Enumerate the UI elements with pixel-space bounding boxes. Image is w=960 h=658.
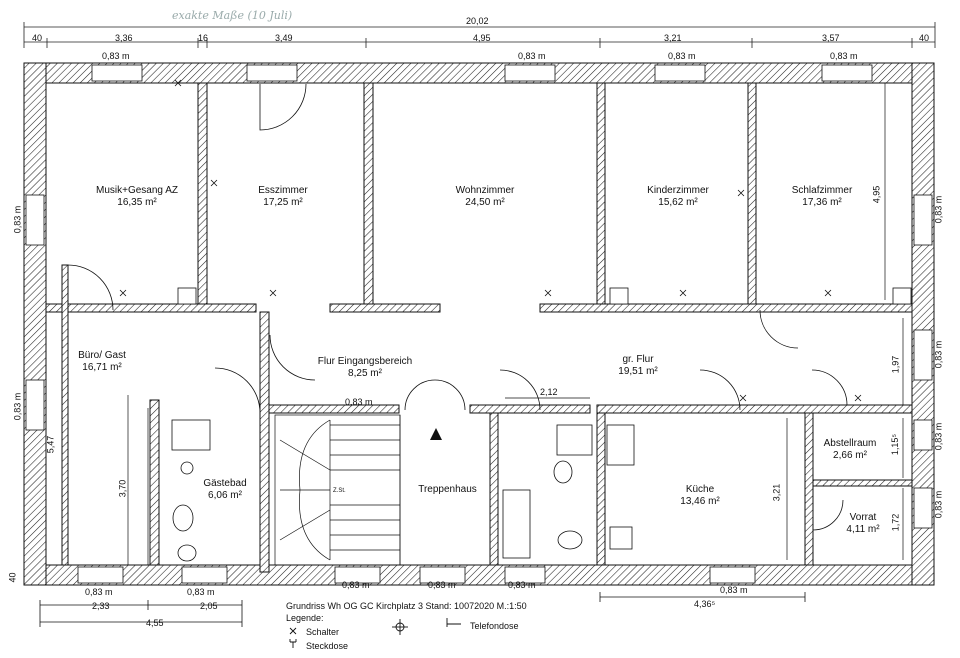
left-window-label-top: 0,83 m	[12, 205, 23, 234]
exterior-walls	[23, 62, 935, 586]
right-window-label-low1: 0,83 m	[933, 422, 944, 451]
top-dim-4: 4,95	[473, 33, 491, 43]
door-swings	[67, 83, 848, 531]
interior-walls	[45, 82, 913, 573]
legend-title: Legende:	[286, 613, 324, 623]
dim-grflur-height: 1,97	[890, 355, 901, 374]
bottom-dim-d: 4,36⁵	[694, 599, 716, 609]
overall-width-label: 20,02	[466, 16, 489, 26]
sanitary-fixtures	[171, 287, 912, 562]
top-dim-6: 3,57	[822, 33, 840, 43]
bottom-window-3: 0,83 m	[342, 580, 370, 590]
bottom-window-4: 0,83 m	[428, 580, 456, 590]
dim-flur-window: 0,83 m	[345, 397, 373, 407]
dim-flur-width: 2,12	[540, 387, 558, 397]
bottom-window-1: 0,83 m	[85, 587, 113, 597]
legend-switch-label: Schalter	[306, 627, 340, 637]
top-dimension-lines	[23, 22, 936, 48]
top-dim-2: 16	[198, 33, 209, 43]
window-label-1: 0,83 m	[102, 51, 130, 61]
right-window-label-low2: 0,83 m	[933, 490, 944, 519]
left-bottom-dim: 40	[7, 572, 18, 583]
stair-label: Z.St.	[333, 488, 346, 494]
top-dim-0: 40	[32, 33, 43, 43]
window-label-4: 0,83 m	[830, 51, 858, 61]
left-window-label-mid: 0,83 m	[12, 392, 23, 421]
bottom-dim-b: 2,05	[200, 601, 218, 611]
top-dim-1: 3,36	[115, 33, 133, 43]
electrical-symbols	[119, 79, 862, 402]
legend-outlet-label: Steckdose	[306, 641, 349, 651]
legend-phone-label: Telefondose	[470, 621, 519, 631]
top-dim-3: 3,49	[275, 33, 293, 43]
plan-caption: Grundriss Wh OG GC Kirchplatz 3 Stand: 1…	[286, 601, 527, 611]
window-label-3: 0,83 m	[668, 51, 696, 61]
dim-vorrat-height: 1,72	[890, 513, 901, 532]
interior-dimension-lines	[127, 83, 904, 565]
right-window-label-mid: 0,83 m	[933, 340, 944, 369]
top-dim-7: 40	[919, 33, 930, 43]
dim-gaestebad-height: 3,70	[117, 479, 128, 498]
handwritten-note: exakte Maße (10 Juli)	[172, 9, 293, 22]
bottom-dim-c: 4,55	[146, 618, 164, 628]
dim-abstell-height: 1,15⁵	[890, 433, 901, 456]
top-dim-5: 3,21	[664, 33, 682, 43]
right-window-label-top: 0,83 m	[933, 195, 944, 224]
entry-marker	[430, 428, 442, 440]
bottom-window-6: 0,83 m	[720, 585, 748, 595]
dim-buero-height: 5,47	[45, 435, 56, 454]
bottom-dimension-lines	[39, 592, 806, 627]
staircase	[274, 414, 401, 566]
bottom-dim-a: 2,33	[92, 601, 110, 611]
bottom-window-2: 0,83 m	[187, 587, 215, 597]
bottom-window-5: 0,83 m	[508, 580, 536, 590]
window-label-2: 0,83 m	[518, 51, 546, 61]
dim-schlaf-height: 4,95	[871, 185, 882, 204]
windows	[25, 64, 933, 584]
dim-kueche-height: 3,21	[771, 483, 782, 502]
legend-symbols	[289, 618, 461, 648]
room-treppenhaus: Treppenhaus	[418, 484, 477, 495]
